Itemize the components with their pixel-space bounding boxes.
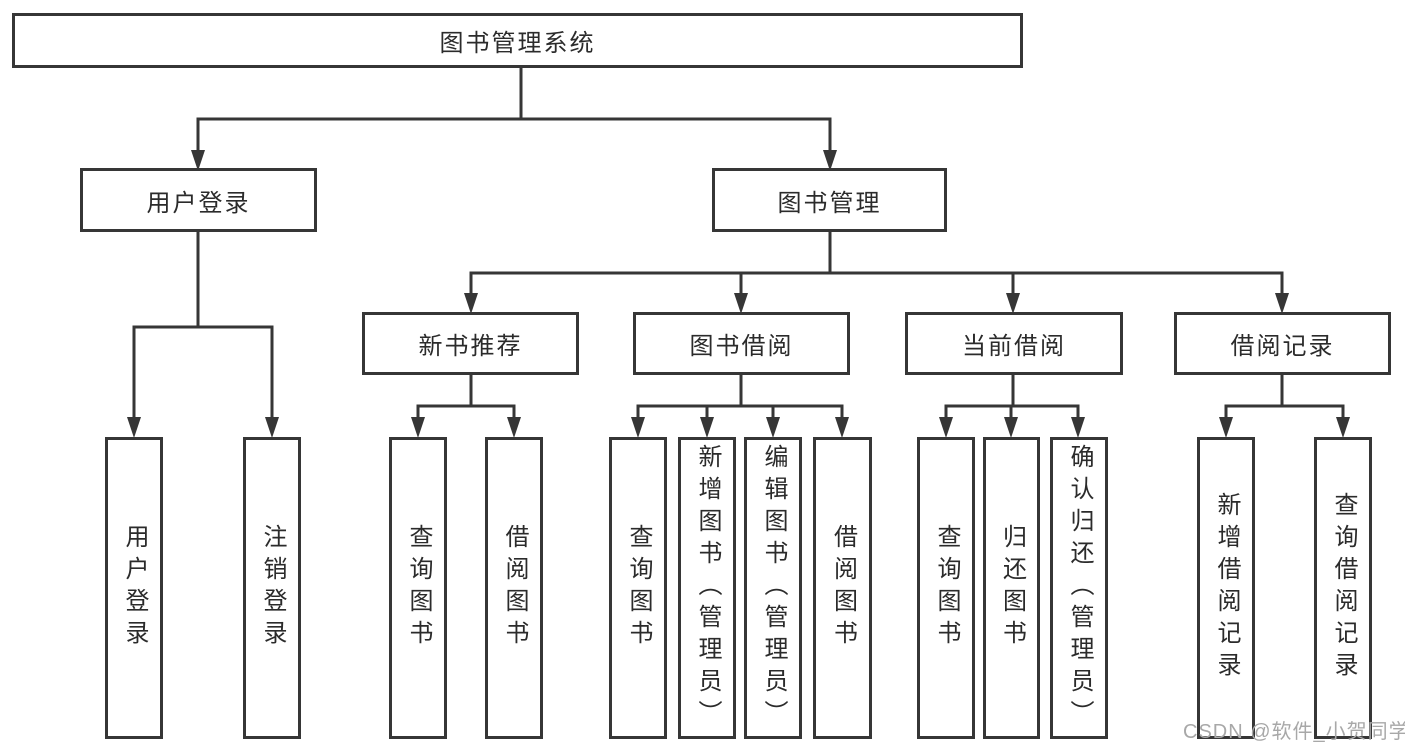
leaf-borrow-books-recommend-label: 借阅图书 [501, 524, 528, 652]
node-root: 图书管理系统 [12, 13, 1023, 68]
leaf-logout: 注销登录 [243, 437, 301, 739]
node-current-borrow: 当前借阅 [905, 312, 1123, 375]
leaf-query-books-recommend-label: 查询图书 [405, 524, 432, 652]
connector-book-management-to-level3 [464, 229, 1289, 314]
leaf-user-login: 用户登录 [105, 437, 163, 739]
leaf-edit-book-admin: 编辑图书（管理员） [744, 437, 802, 739]
connector-new-book-recommend-branch [411, 372, 521, 438]
node-borrow-records: 借阅记录 [1174, 312, 1391, 375]
node-new-book-recommend: 新书推荐 [362, 312, 579, 375]
leaf-add-book-admin: 新增图书（管理员） [678, 437, 736, 739]
leaf-query-books-current: 查询图书 [917, 437, 975, 739]
leaf-borrow-books-label: 借阅图书 [829, 524, 857, 652]
leaf-user-login-label: 用户登录 [121, 524, 148, 652]
leaf-logout-label: 注销登录 [259, 524, 286, 652]
leaf-return-book-label: 归还图书 [998, 524, 1026, 652]
leaf-return-book: 归还图书 [983, 437, 1040, 739]
connector-borrow-records-branch [1219, 372, 1350, 438]
leaf-query-books-borrow: 查询图书 [609, 437, 667, 739]
leaf-borrow-books-recommend: 借阅图书 [485, 437, 543, 739]
watermark: CSDN @软件_小贺同学 [1183, 721, 1405, 743]
leaf-query-borrow-record: 查询借阅记录 [1314, 437, 1372, 739]
connector-user-login-branch [127, 230, 279, 438]
leaf-add-borrow-record-label: 新增借阅记录 [1213, 492, 1240, 684]
leaf-add-book-admin-label: 新增图书（管理员） [694, 444, 721, 732]
leaf-add-borrow-record: 新增借阅记录 [1197, 437, 1255, 739]
connector-current-borrow-branch [939, 372, 1085, 438]
connector-root-to-level2 [191, 64, 837, 171]
connector-book-borrow-branch [631, 372, 849, 438]
node-user-login: 用户登录 [80, 168, 317, 232]
leaf-edit-book-admin-label: 编辑图书（管理员） [760, 444, 787, 732]
leaf-query-borrow-record-label: 查询借阅记录 [1330, 492, 1357, 684]
leaf-query-books-recommend: 查询图书 [389, 437, 447, 739]
leaf-query-books-borrow-label: 查询图书 [625, 524, 652, 652]
leaf-confirm-return-admin: 确认归还（管理员） [1050, 437, 1108, 739]
leaf-query-books-current-label: 查询图书 [933, 524, 960, 652]
node-book-management: 图书管理 [712, 168, 947, 232]
leaf-borrow-books: 借阅图书 [813, 437, 872, 739]
node-book-borrow: 图书借阅 [633, 312, 850, 375]
leaf-confirm-return-admin-label: 确认归还（管理员） [1066, 444, 1093, 732]
